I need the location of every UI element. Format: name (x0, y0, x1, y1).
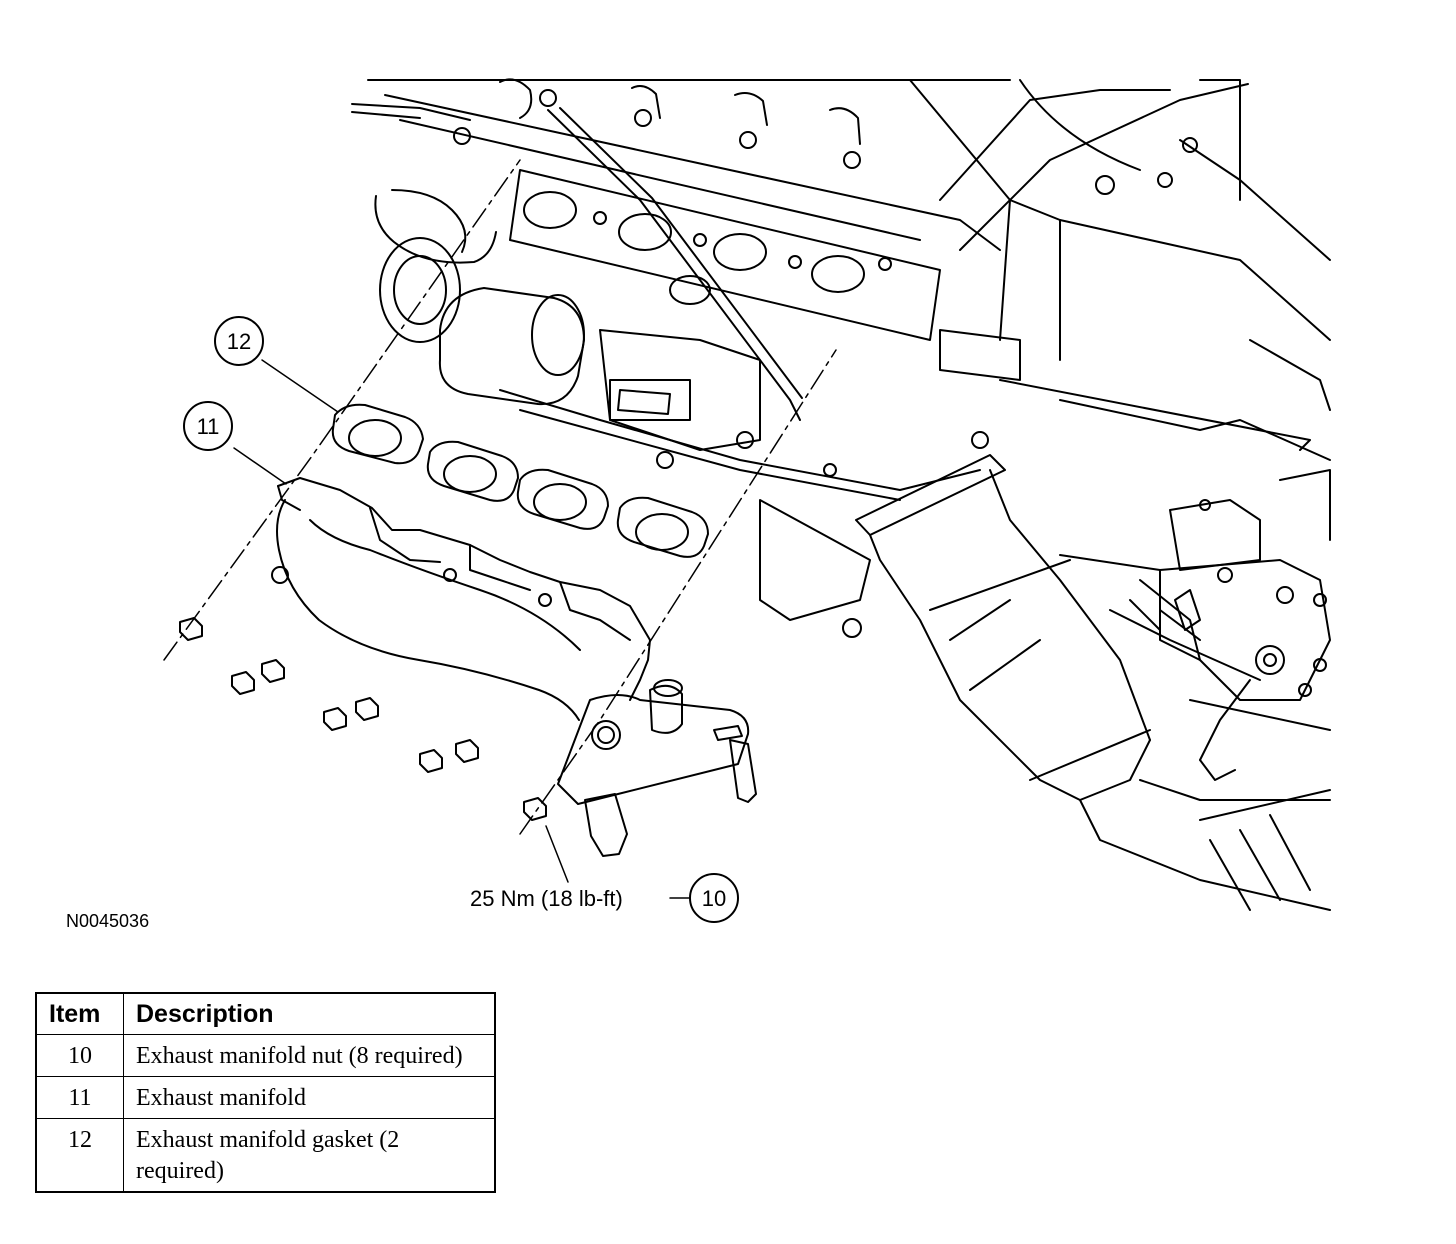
installation-centerlines (163, 159, 837, 835)
legend-item-description: Exhaust manifold nut (8 required) (123, 1034, 496, 1077)
table-row: 11 Exhaust manifold (35, 1076, 496, 1119)
legend-header-description: Description (123, 992, 496, 1035)
callout-label-10: 10 (702, 886, 726, 911)
callout-circle-12 (214, 316, 264, 366)
legend-header-item: Item (35, 992, 124, 1035)
table-row: 12 Exhaust manifold gasket (2 required) (35, 1118, 496, 1193)
legend-header-row: Item Description (35, 992, 496, 1035)
torque-spec: 25 Nm (18 lb-ft) (470, 886, 623, 911)
legend-item-number: 10 (35, 1034, 124, 1077)
table-row: 10 Exhaust manifold nut (8 required) (35, 1034, 496, 1077)
callout-circle-10 (689, 873, 739, 923)
exhaust-manifold (271, 477, 757, 857)
legend-item-number: 12 (35, 1118, 124, 1193)
figure-id: N0045036 (66, 911, 150, 931)
callout-label-12: 12 (227, 329, 251, 354)
callout-label-11: 11 (197, 414, 220, 439)
callout-circle-11 (183, 401, 233, 451)
legend-item-description: Exhaust manifold gasket (2 required) (123, 1118, 496, 1193)
legend-table: Item Description 10 Exhaust manifold nut… (35, 992, 496, 1193)
callout-leaders (233, 359, 691, 899)
engine-assembly (351, 78, 1331, 501)
legend-item-number: 11 (35, 1076, 124, 1119)
exhaust-manifold-diagram: 12 11 10 25 Nm (18 lb-ft) (163, 78, 1331, 923)
manifold-nuts (179, 617, 547, 821)
catalytic-converter (759, 454, 1331, 911)
legend-item-description: Exhaust manifold (123, 1076, 496, 1119)
transmission-assembly (1059, 469, 1331, 781)
exhaust-manifold-gasket (331, 403, 709, 558)
